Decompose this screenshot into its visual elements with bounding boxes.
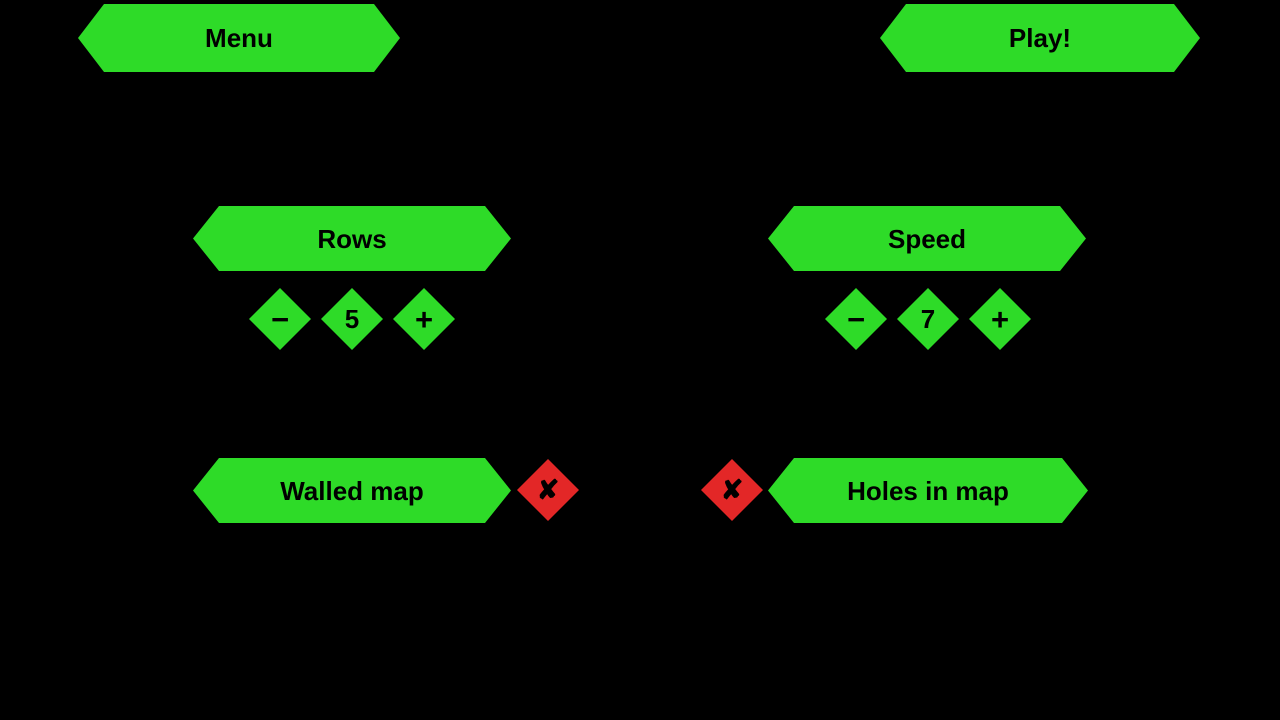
rows-decrement-button[interactable]: − bbox=[249, 288, 311, 350]
menu-button[interactable]: Menu bbox=[78, 4, 400, 72]
rows-value-display: 5 bbox=[321, 288, 383, 350]
minus-icon: − bbox=[846, 301, 866, 337]
plus-icon: + bbox=[990, 301, 1010, 337]
walled-map-label: Walled map bbox=[280, 475, 424, 506]
minus-icon: − bbox=[270, 301, 290, 337]
menu-button-label: Menu bbox=[205, 23, 273, 53]
plus-icon: + bbox=[414, 301, 434, 337]
speed-setting-banner: Speed bbox=[768, 206, 1086, 271]
walled-map-banner: Walled map bbox=[193, 458, 511, 523]
play-button-label: Play! bbox=[1008, 23, 1072, 53]
rows-setting-label: Rows bbox=[317, 223, 387, 254]
holes-in-map-toggle[interactable]: ✘ bbox=[701, 459, 763, 521]
speed-value-display: 7 bbox=[897, 288, 959, 350]
speed-increment-button[interactable]: + bbox=[969, 288, 1031, 350]
holes-in-map-banner: Holes in map bbox=[768, 458, 1088, 523]
speed-value-text: 7 bbox=[920, 304, 936, 334]
cross-icon: ✘ bbox=[536, 474, 560, 505]
speed-decrement-button[interactable]: − bbox=[825, 288, 887, 350]
speed-setting-label: Speed bbox=[887, 223, 967, 254]
holes-in-map-label: Holes in map bbox=[847, 475, 1009, 506]
rows-increment-button[interactable]: + bbox=[393, 288, 455, 350]
cross-icon: ✘ bbox=[720, 474, 744, 505]
rows-setting-banner: Rows bbox=[193, 206, 511, 271]
walled-map-toggle[interactable]: ✘ bbox=[517, 459, 579, 521]
rows-value-text: 5 bbox=[344, 304, 360, 334]
play-button[interactable]: Play! bbox=[880, 4, 1200, 72]
